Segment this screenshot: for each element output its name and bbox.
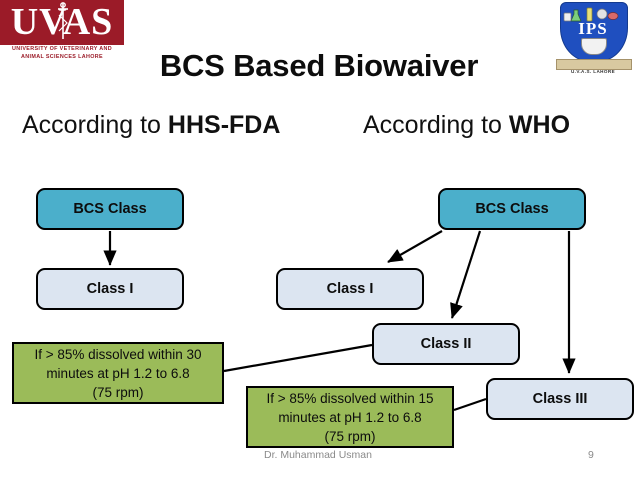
- node-class-1-fda[interactable]: Class I: [36, 268, 184, 310]
- footer-author: Dr. Muhammad Usman: [264, 449, 372, 461]
- node-bcs-class-fda[interactable]: BCS Class: [36, 188, 184, 230]
- node-class-1-who[interactable]: Class I: [276, 268, 424, 310]
- uvas-logo: UVAS UNIVERSITY OF VETERINARY AND ANIMAL…: [0, 0, 124, 65]
- mortar-pestle-icon: [581, 38, 607, 55]
- heading-fda-prefix: According to: [22, 111, 168, 139]
- connector-who-bcs-to-class2: [450, 230, 482, 319]
- heading-fda-bold: HHS-FDA: [167, 111, 281, 139]
- node-class-3-who[interactable]: Class III: [486, 378, 634, 420]
- connector-who-bcs-to-class1: [387, 230, 443, 263]
- heading-who-bold: WHO: [508, 111, 571, 139]
- uvas-logo-letters: UVAS: [10, 1, 114, 43]
- footer-page-number: 9: [588, 449, 594, 461]
- connector-who-rule-to-class3: [453, 397, 487, 412]
- ips-logo-ribbon: [556, 59, 632, 70]
- caduceus-icon: [58, 2, 68, 39]
- node-class-2-who[interactable]: Class II: [372, 323, 520, 365]
- heading-who-prefix: According to: [363, 111, 509, 139]
- connector-fda-rule-to-class2: [223, 343, 373, 373]
- heading-according-to-who: According to WHO: [363, 111, 570, 140]
- heading-according-to-fda: According to HHS-FDA: [22, 111, 280, 140]
- ips-logo-acronym: IPS: [578, 19, 608, 38]
- ips-lab-icons: [563, 7, 619, 22]
- ips-logo-subtitle: U.V.A.S. LAHORE: [570, 69, 616, 74]
- page-title: BCS Based Biowaiver: [159, 48, 479, 83]
- node-bcs-class-who[interactable]: BCS Class: [438, 188, 586, 230]
- ips-logo: IPS U.V.A.S. LAHORE: [554, 2, 632, 78]
- uvas-logo-name: UNIVERSITY OF VETERINARY AND ANIMAL SCIE…: [12, 46, 112, 60]
